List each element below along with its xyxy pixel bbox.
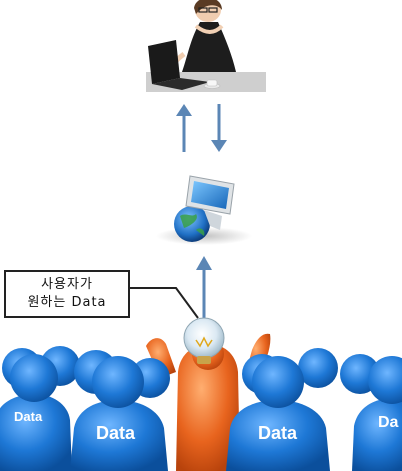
data-delivery-arrow bbox=[196, 256, 212, 318]
blue-person-data-2 bbox=[70, 356, 168, 471]
glasses-icon bbox=[198, 7, 208, 13]
computer-globe-illustration bbox=[156, 175, 252, 245]
user-neck bbox=[194, 24, 224, 34]
blue-person-data-3 bbox=[226, 356, 330, 471]
blue-person-data-4 bbox=[352, 356, 402, 471]
user-body bbox=[182, 22, 236, 72]
request-response-arrows bbox=[176, 104, 227, 152]
person-label-3: Data bbox=[258, 423, 298, 443]
person-label-1: Data bbox=[14, 409, 43, 424]
callout-line-2: 원하는 Data bbox=[27, 295, 107, 310]
laptop-base bbox=[152, 78, 210, 90]
up-arrow-icon bbox=[176, 104, 192, 116]
orange-person-with-idea bbox=[146, 317, 271, 471]
person-label-4: Da bbox=[378, 414, 399, 431]
callout-line-1: 사용자가 bbox=[41, 277, 93, 292]
laptop-screen bbox=[148, 40, 180, 84]
blue-person-data-1 bbox=[0, 354, 72, 471]
data-crowd bbox=[0, 317, 402, 471]
down-arrow-icon bbox=[211, 140, 227, 152]
person-label-2: Data bbox=[96, 423, 136, 443]
callout-box: 사용자가 원하는 Data bbox=[4, 270, 130, 318]
callout-connector bbox=[130, 287, 199, 319]
up-arrow-icon bbox=[196, 256, 212, 270]
user-at-laptop-illustration bbox=[146, 0, 266, 92]
user-hair bbox=[194, 0, 222, 14]
monitor-stand bbox=[204, 210, 222, 230]
